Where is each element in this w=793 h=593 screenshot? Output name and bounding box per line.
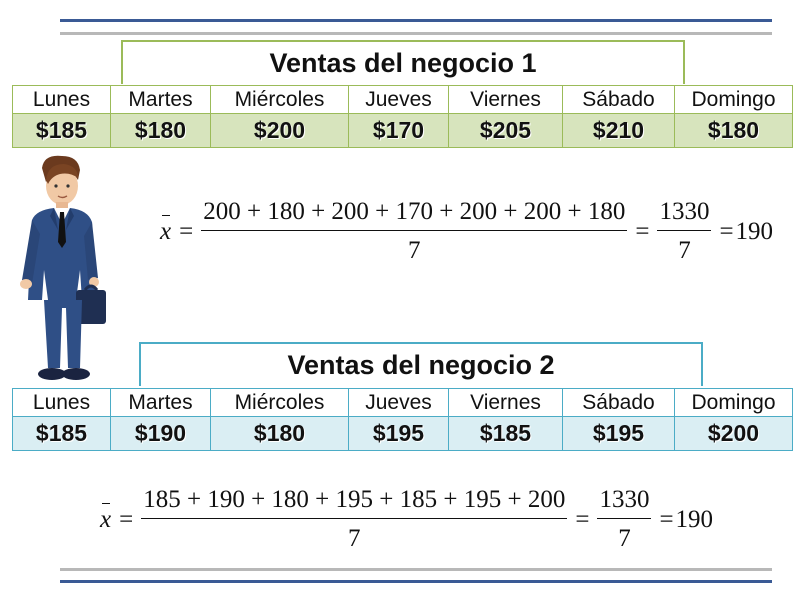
day-label: Domingo	[674, 388, 793, 417]
day-label: Sábado	[562, 388, 675, 417]
negocio1-mean-formula: x = 200 + 180 + 200 + 170 + 200 + 200 + …	[160, 198, 773, 265]
day-label: Lunes	[12, 85, 111, 114]
equals-sign: =	[119, 505, 134, 533]
day-label: Viernes	[448, 388, 563, 417]
sum-fraction: 200 + 180 + 200 + 170 + 200 + 200 + 180 …	[201, 198, 628, 265]
day-label: Miércoles	[210, 388, 349, 417]
negocio2-mean-formula: x = 185 + 190 + 180 + 195 + 185 + 195 + …	[100, 486, 713, 553]
sales-value: $185	[448, 416, 563, 451]
total-fraction: 1330 7	[657, 198, 712, 265]
sales-value: $180	[674, 113, 793, 148]
mean-result: 190	[735, 217, 774, 245]
equals-sign: =	[635, 217, 650, 245]
mean-symbol: x	[160, 214, 172, 245]
day-label: Martes	[110, 85, 211, 114]
top-rule-gray	[60, 32, 772, 35]
equals-sign: =	[575, 505, 590, 533]
day-label: Viernes	[448, 85, 563, 114]
mean-result: 190	[675, 505, 714, 533]
sales-value: $205	[448, 113, 563, 148]
negocio1-table: Lunes Martes Miércoles Jueves Viernes Sá…	[12, 85, 793, 148]
fraction-denominator: 7	[408, 237, 421, 264]
sales-value: $170	[348, 113, 449, 148]
equals-sign: =	[179, 217, 194, 245]
bottom-rule-blue	[60, 580, 772, 583]
sales-value: $210	[562, 113, 675, 148]
negocio2-days-row: Lunes Martes Miércoles Jueves Viernes Sá…	[12, 388, 793, 417]
bottom-rule-gray	[60, 568, 772, 571]
equals-sign: =	[659, 505, 674, 533]
businessman-icon	[20, 155, 106, 380]
negocio1-title: Ventas del negocio 1	[121, 40, 685, 84]
top-rule-blue	[60, 19, 772, 22]
sum-fraction: 185 + 190 + 180 + 195 + 185 + 195 + 200 …	[141, 486, 568, 553]
day-label: Jueves	[348, 388, 449, 417]
mean-symbol: x	[100, 502, 112, 533]
day-label: Martes	[110, 388, 211, 417]
day-label: Domingo	[674, 85, 793, 114]
fraction-numerator: 200 + 180 + 200 + 170 + 200 + 200 + 180	[201, 198, 628, 231]
day-label: Sábado	[562, 85, 675, 114]
fraction-denominator: 7	[348, 525, 361, 552]
total-fraction: 1330 7	[597, 486, 652, 553]
sales-value: $200	[210, 113, 349, 148]
negocio1-values-row: $185 $180 $200 $170 $205 $210 $180	[12, 113, 793, 148]
negocio2-values-row: $185 $190 $180 $195 $185 $195 $200	[12, 416, 793, 451]
fraction-numerator: 185 + 190 + 180 + 195 + 185 + 195 + 200	[141, 486, 568, 519]
day-label: Jueves	[348, 85, 449, 114]
day-label: Lunes	[12, 388, 111, 417]
sales-value: $180	[210, 416, 349, 451]
sales-value: $190	[110, 416, 211, 451]
fraction-denominator: 7	[618, 525, 631, 552]
sales-value: $180	[110, 113, 211, 148]
sales-value: $195	[562, 416, 675, 451]
fraction-numerator: 1330	[597, 486, 652, 519]
sales-value: $185	[12, 113, 111, 148]
negocio2-title: Ventas del negocio 2	[139, 342, 703, 386]
equals-sign: =	[719, 217, 734, 245]
negocio1-days-row: Lunes Martes Miércoles Jueves Viernes Sá…	[12, 85, 793, 114]
sales-value: $200	[674, 416, 793, 451]
negocio2-table: Lunes Martes Miércoles Jueves Viernes Sá…	[12, 388, 793, 451]
sales-value: $185	[12, 416, 111, 451]
day-label: Miércoles	[210, 85, 349, 114]
sales-value: $195	[348, 416, 449, 451]
fraction-denominator: 7	[678, 237, 691, 264]
fraction-numerator: 1330	[657, 198, 712, 231]
